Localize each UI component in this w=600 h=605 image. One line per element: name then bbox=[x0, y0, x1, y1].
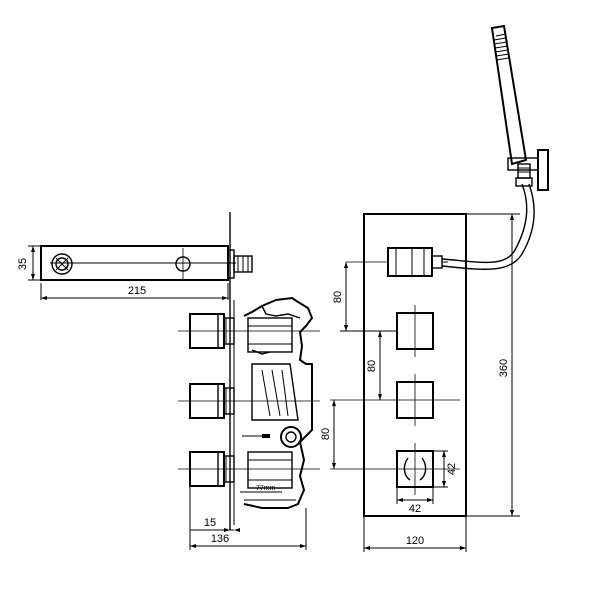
valve-body: 77mm bbox=[240, 296, 314, 509]
dimension-total-height: 360 bbox=[466, 213, 520, 517]
shower-outlet bbox=[346, 247, 443, 277]
spacing-top-label: 80 bbox=[332, 291, 344, 303]
dimension-handle-height: 42 bbox=[433, 450, 458, 488]
dimension-depth: 136 bbox=[189, 486, 307, 550]
shower-hose bbox=[441, 183, 535, 270]
dimension-spacing-bottom: 80 bbox=[320, 400, 336, 469]
spout-outlet bbox=[40, 245, 253, 281]
handle-front-top bbox=[396, 305, 434, 357]
handle-side-bottom bbox=[178, 451, 320, 487]
shower-handset bbox=[490, 24, 549, 191]
depth-label: 136 bbox=[211, 533, 229, 545]
outlet-height-label: 35 bbox=[17, 258, 29, 270]
dimension-spacing-top: 80 bbox=[332, 262, 397, 332]
handle-height-label: 42 bbox=[446, 463, 458, 475]
handle-side-middle bbox=[178, 383, 320, 419]
handle-front-bottom bbox=[330, 443, 460, 495]
dimension-outlet-length: 215 bbox=[40, 283, 229, 300]
plate-width-label: 120 bbox=[406, 535, 424, 547]
handle-width-label: 42 bbox=[409, 503, 421, 515]
dimension-wall-offset: 15 bbox=[190, 517, 240, 532]
spacing-bottom-label: 80 bbox=[320, 428, 332, 440]
handle-side-top bbox=[178, 313, 320, 349]
dimension-spacing-middle: 80 bbox=[366, 331, 382, 400]
face-plate bbox=[363, 213, 467, 517]
handle-front-middle bbox=[330, 374, 460, 426]
dimension-handle-width: 42 bbox=[396, 487, 434, 515]
total-height-label: 360 bbox=[498, 359, 510, 377]
plaster-depth-note: 77mm bbox=[256, 485, 276, 492]
spacing-middle-label: 80 bbox=[366, 360, 378, 372]
wall-offset-label: 15 bbox=[204, 517, 216, 529]
dimension-plate-width: 120 bbox=[363, 516, 467, 552]
dimension-outlet-height: 35 bbox=[17, 245, 40, 281]
outlet-length-label: 215 bbox=[128, 285, 146, 297]
